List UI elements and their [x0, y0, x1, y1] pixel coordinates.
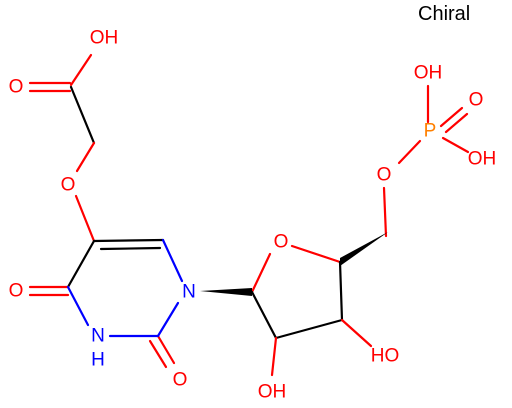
- bond-ch2-o: [75, 141, 96, 173]
- atom-labels: OH O O O N H O N O OH HO O P OH O OH: [9, 28, 497, 403]
- atom-sugar-oh-3: HO: [371, 346, 400, 367]
- atom-ether-o: O: [61, 175, 76, 196]
- bond-p-o-double-a: [439, 106, 464, 128]
- bond-p-o-double-b: [444, 112, 469, 134]
- stereo-bonds: [200, 232, 388, 296]
- atom-n1: N: [182, 282, 196, 303]
- bond-p-oh-right: [441, 136, 470, 154]
- atom-ring-o: O: [274, 232, 289, 253]
- bond-c2-n1: [156, 301, 180, 338]
- bond-c4-c3: [338, 260, 344, 322]
- atom-c2-carbonyl-o: O: [173, 370, 188, 391]
- bond-c4-n3: [66, 285, 90, 327]
- atom-phosphate-double-o: O: [469, 90, 484, 111]
- bond-ch2-o-ester: [382, 186, 388, 238]
- bond-c2-oh: [270, 336, 278, 377]
- bond-c5-c6-a: [92, 238, 165, 243]
- bond-c5-c6-b: [99, 246, 162, 251]
- atom-sugar-oh-2: OH: [258, 382, 287, 403]
- atom-phosphate-ester-o: O: [377, 165, 392, 186]
- atom-acid-oh: OH: [90, 28, 119, 49]
- atom-phosphate-oh-top: OH: [414, 63, 443, 84]
- atom-phosphate-oh-right: OH: [468, 149, 497, 170]
- bonds: [28, 53, 470, 377]
- hash-bond-c3-c4-ch2: [340, 232, 388, 266]
- atom-phosphorus: P: [424, 121, 437, 142]
- bond-c5-c4: [66, 239, 96, 289]
- bond-c-ch2: [69, 85, 96, 145]
- bond-c1-ringo: [250, 252, 272, 294]
- chiral-label: Chiral: [418, 3, 470, 25]
- bond-ringo-c4: [290, 244, 342, 264]
- hash-bond-n1-c1: [200, 288, 252, 296]
- atom-c4-carbonyl-o: O: [9, 281, 24, 302]
- bond-c6-n1: [161, 238, 184, 283]
- bond-oh-c: [69, 53, 93, 87]
- bond-c2-c1: [250, 290, 278, 340]
- bond-o-p: [397, 139, 422, 165]
- bond-c3-c2: [274, 318, 344, 340]
- bond-c2-o-a: [156, 334, 176, 365]
- bond-c3-oh: [340, 318, 373, 348]
- atom-n3: N: [91, 326, 105, 347]
- atom-acid-carbonyl-o: O: [9, 77, 24, 98]
- atom-n3-h: H: [91, 350, 105, 371]
- bond-c2-o-b: [148, 339, 168, 369]
- bond-o-c5: [74, 194, 96, 243]
